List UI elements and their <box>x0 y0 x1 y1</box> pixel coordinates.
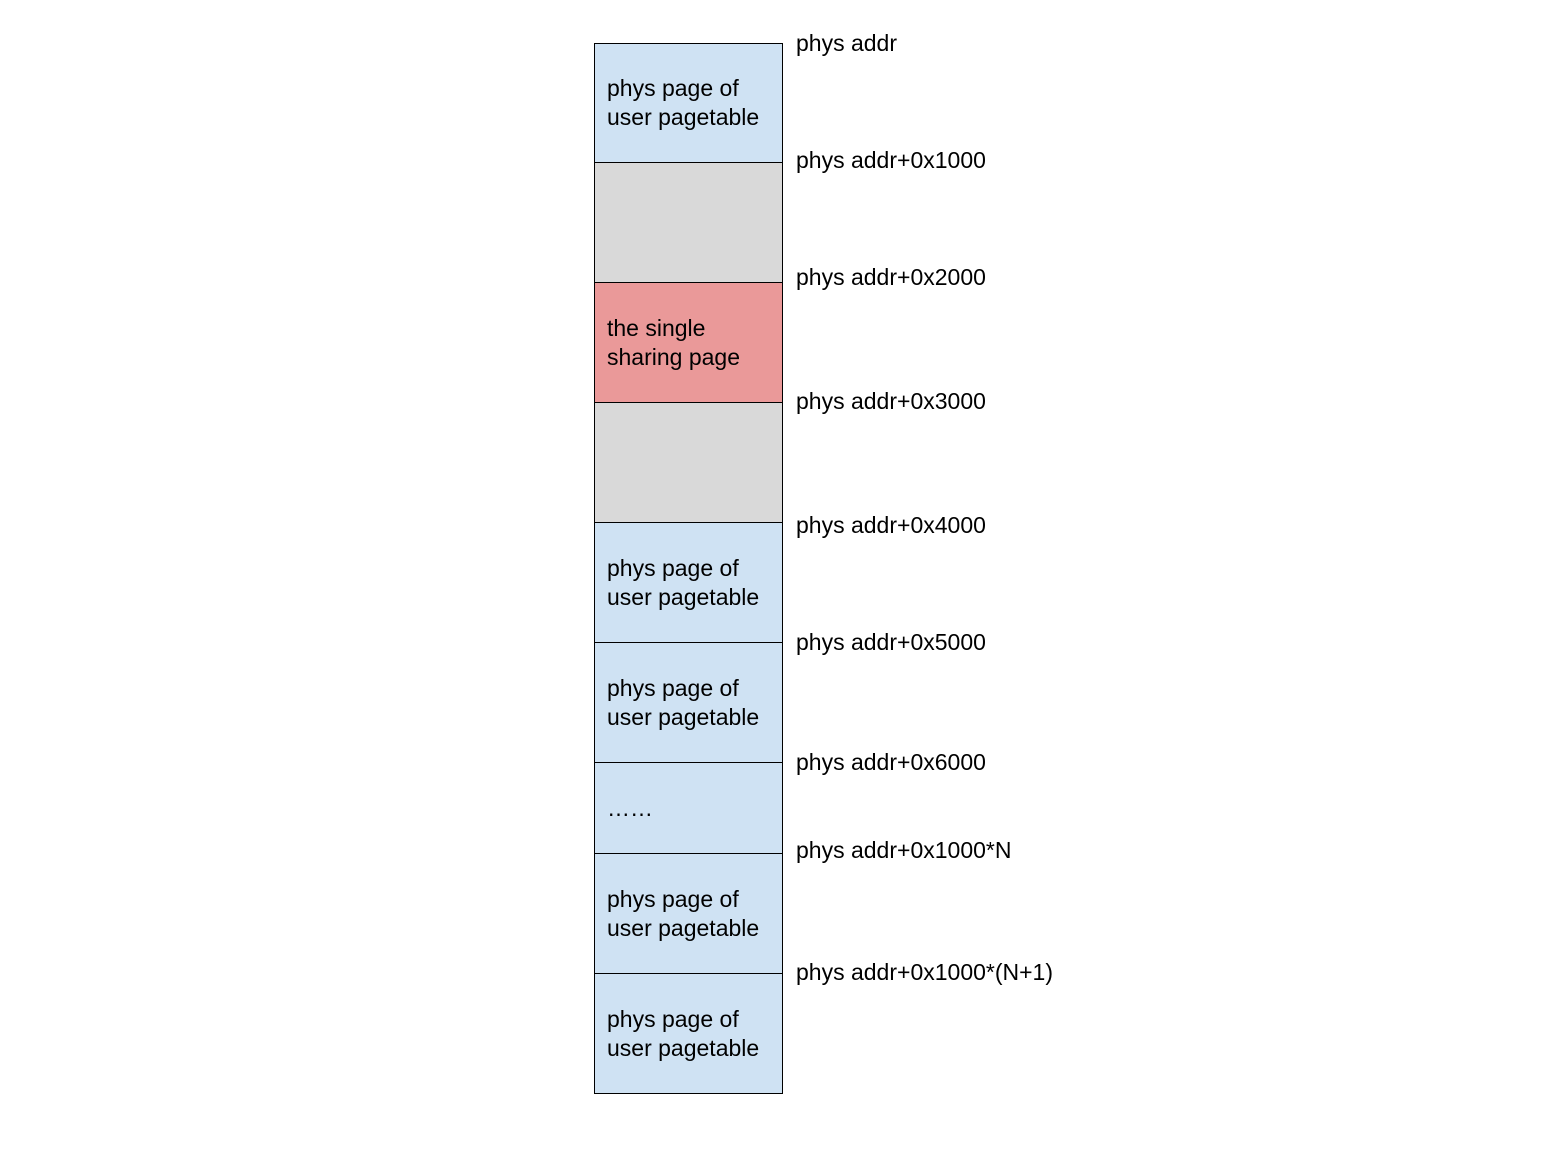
address-label: phys addr+0x1000*N <box>796 837 1012 863</box>
memory-page-label: phys page of user pagetable <box>607 75 760 130</box>
address-label: phys addr+0x5000 <box>796 629 986 655</box>
address-label: phys addr+0x3000 <box>796 388 986 414</box>
address-label: phys addr+0x6000 <box>796 749 986 775</box>
address-label: phys addr+0x1000 <box>796 147 986 173</box>
memory-page-block-user-pagetable: phys page of user pagetable <box>594 522 783 643</box>
memory-page-label: phys page of user pagetable <box>607 1005 760 1061</box>
memory-page-block-user-pagetable: phys page of user pagetable <box>594 43 783 163</box>
memory-page-block-user-pagetable: phys page of user pagetable <box>594 973 783 1094</box>
memory-page-label: phys page of user pagetable <box>607 674 760 730</box>
address-label: phys addr+0x1000*(N+1) <box>796 959 1053 985</box>
memory-page-block-user-pagetable: phys page of user pagetable <box>594 642 783 763</box>
memory-page-block-empty <box>594 162 783 283</box>
address-label: phys addr <box>796 30 898 56</box>
memory-page-block-empty <box>594 402 783 523</box>
address-label: phys addr+0x2000 <box>796 264 986 290</box>
address-label: phys addr+0x4000 <box>796 512 986 538</box>
memory-page-block-user-pagetable: …… <box>594 762 783 854</box>
memory-page-label: …… <box>607 794 653 821</box>
memory-page-block-user-pagetable: phys page of user pagetable <box>594 853 783 974</box>
memory-page-block-sharing: the single sharing page <box>594 282 783 403</box>
memory-page-label: the single sharing page <box>607 314 740 370</box>
memory-page-label: phys page of user pagetable <box>607 885 760 941</box>
memory-page-label: phys page of user pagetable <box>607 554 760 610</box>
